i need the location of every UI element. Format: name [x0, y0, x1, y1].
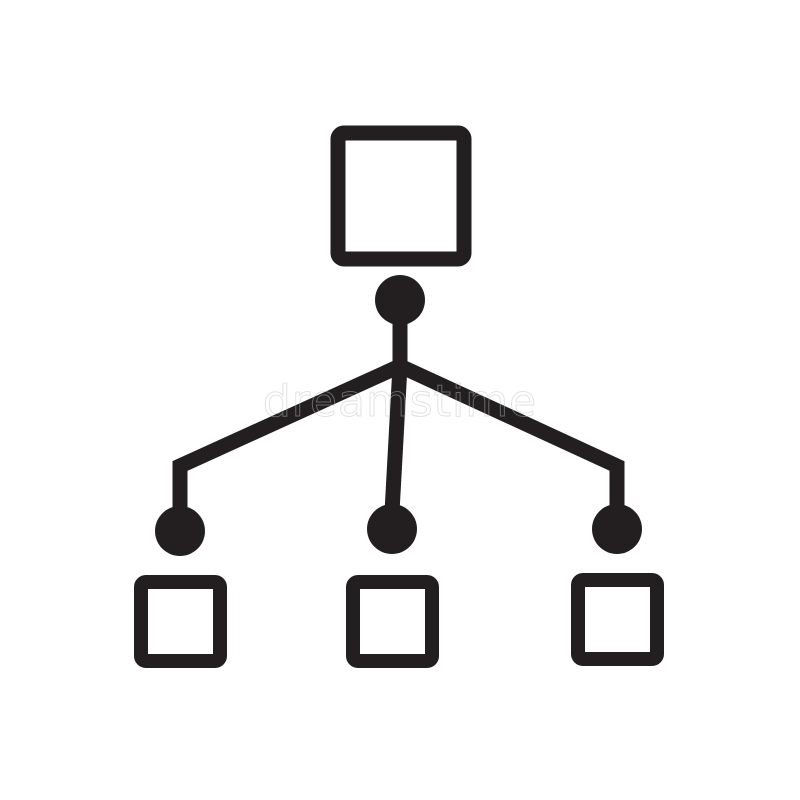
parent-node-box: [330, 125, 472, 267]
right-branch-line: [396, 359, 625, 508]
child-connector-dot-center: [367, 504, 417, 554]
child-node-box-left: [134, 575, 227, 668]
left-branch-line: [172, 359, 404, 510]
child-connector-dot-right: [592, 504, 642, 554]
child-node-box-right: [571, 573, 664, 666]
child-node-box-center: [346, 575, 439, 668]
center-branch-line: [384, 365, 408, 513]
parent-connector-dot: [375, 275, 425, 325]
child-connector-dot-left: [155, 506, 205, 556]
